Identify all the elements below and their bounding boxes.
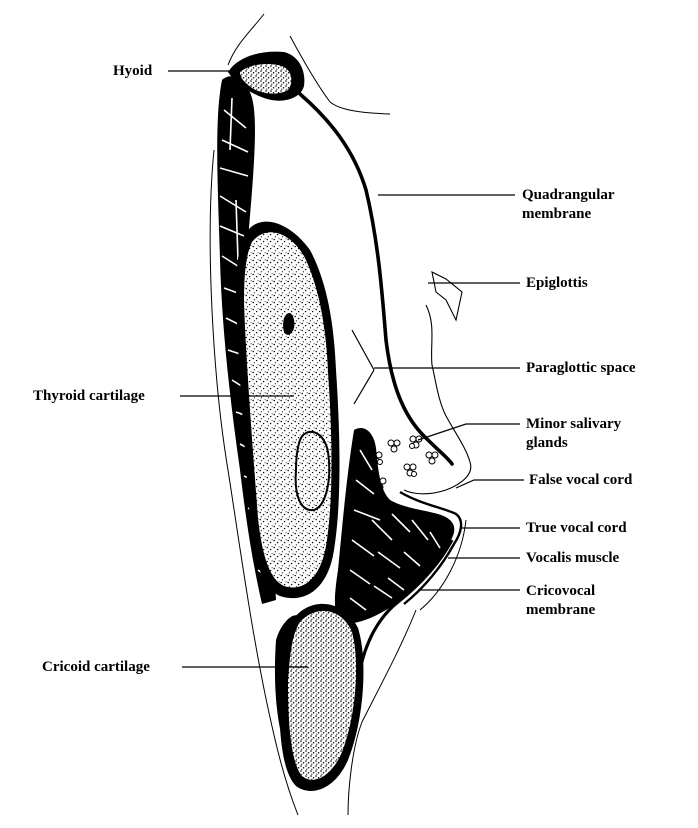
label-paraglottic-space: Paraglottic space [526,360,636,376]
soft-tissue-outline [209,13,467,816]
label-epiglottis: Epiglottis [526,275,588,291]
label-thyroid-cartilage: Thyroid cartilage [33,388,145,404]
label-true-vocal-cord: True vocal cord [526,520,627,536]
label-minor-salivary-glands-line1: Minor salivary [526,416,622,432]
label-minor-salivary-glands-line2: glands [526,435,568,451]
leader-lines [168,70,524,668]
thyroid-cartilage-shape [236,221,340,599]
label-quadrangular-membrane-line1: Quadrangular [522,187,615,203]
label-cricovocal-membrane-line1: Cricovocal [526,583,596,599]
label-quadrangular-membrane-line2: membrane [522,206,592,222]
label-hyoid: Hyoid [113,63,153,79]
cricoid-cartilage-shape [274,603,364,791]
label-cricoid-cartilage: Cricoid cartilage [42,659,150,675]
paraglottic-space-bracket [351,329,375,405]
label-false-vocal-cord: False vocal cord [529,472,633,488]
label-minor-salivary-glands: Minor salivary glands [526,415,621,453]
epiglottis-shape [403,271,472,495]
label-quadrangular-membrane: Quadrangular membrane [522,186,615,224]
label-vocalis-muscle: Vocalis muscle [526,550,620,566]
label-cricovocal-membrane: Cricovocal membrane [526,582,595,620]
true-vocal-cord-line [399,490,463,605]
vocalis-muscle-mass [334,428,455,624]
label-cricovocal-membrane-line2: membrane [526,602,596,618]
quadrangular-membrane-line [298,92,454,466]
